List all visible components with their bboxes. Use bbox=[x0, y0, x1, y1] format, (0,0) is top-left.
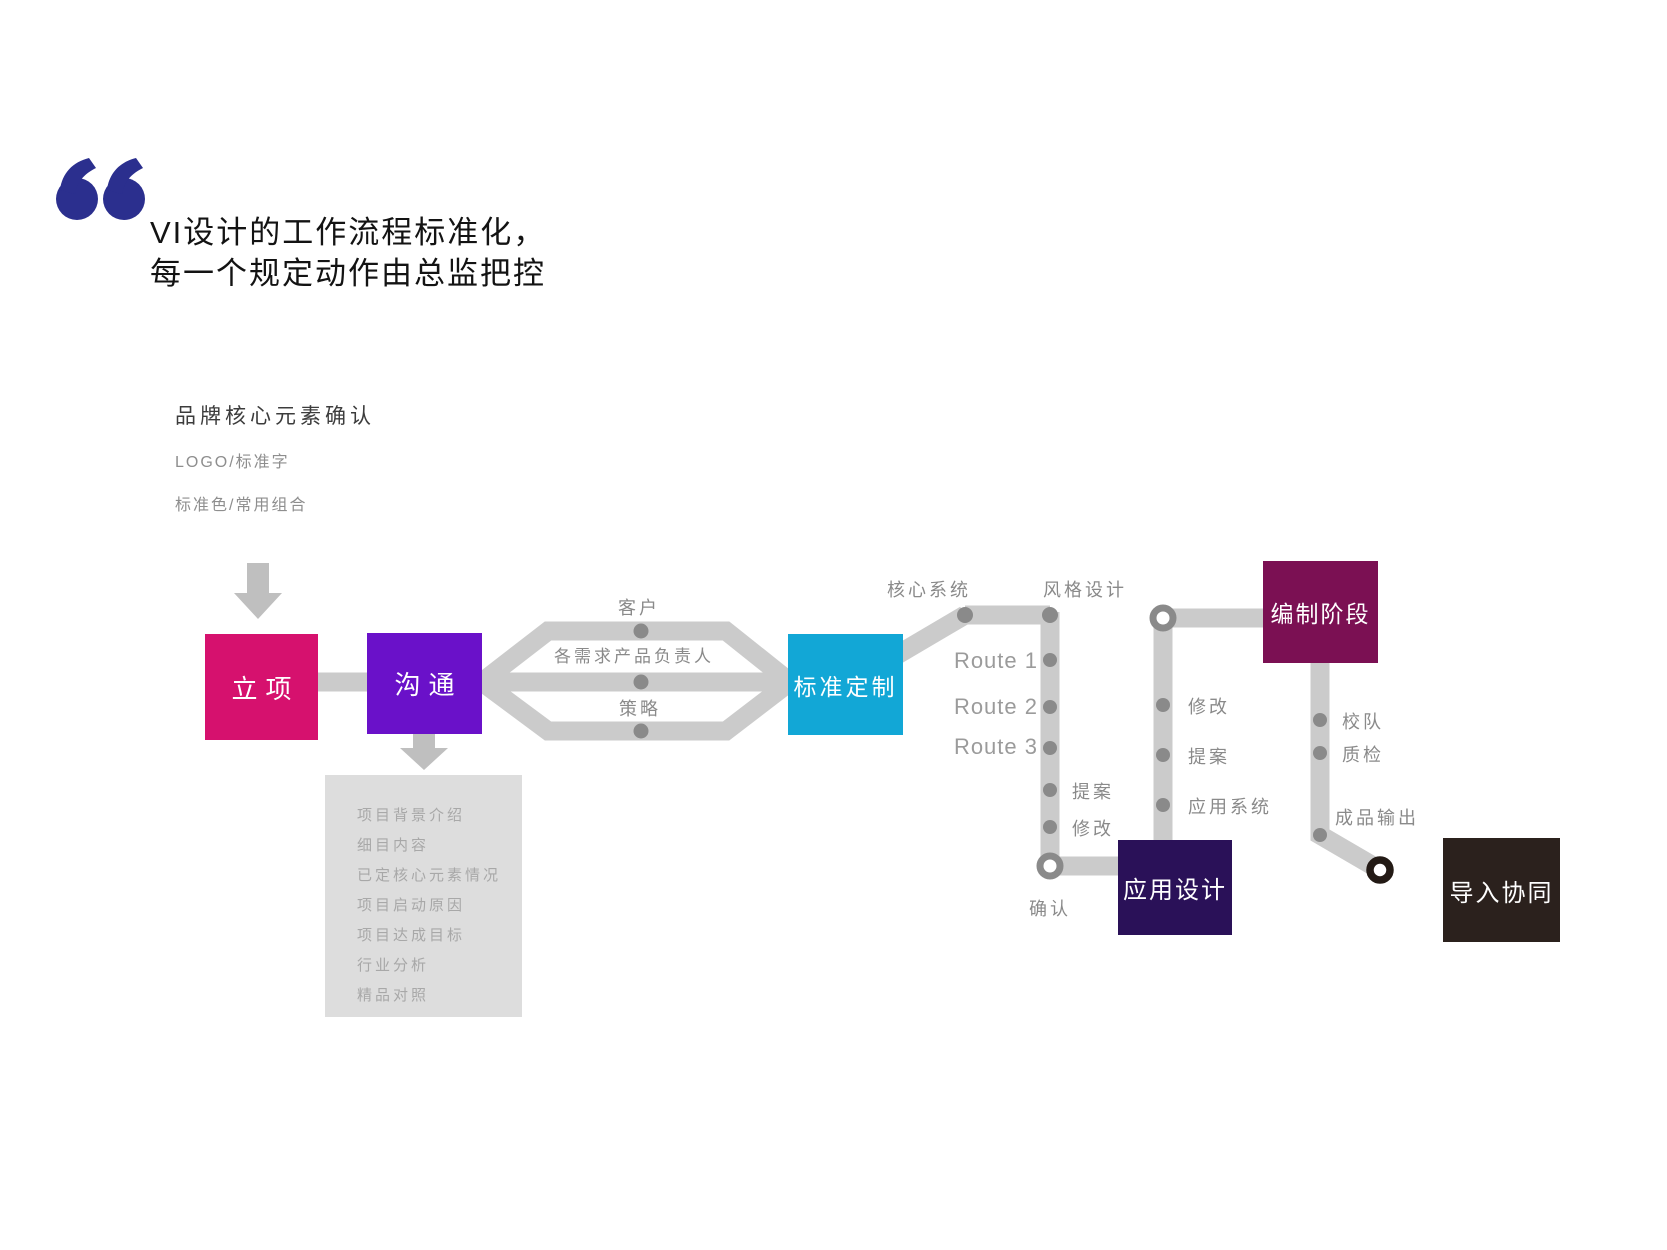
dot-core-system bbox=[957, 607, 973, 623]
final-ring-icon bbox=[1366, 856, 1394, 884]
label-route-3: Route 3 bbox=[953, 734, 1038, 759]
brand-item-color: 标准色/常用组合 bbox=[175, 497, 308, 514]
communication-detail-panel: 项目背景介绍 细目内容 已定核心元素情况 项目启动原因 项目达成目标 行业分析 … bbox=[325, 775, 522, 1017]
comm-list-item: 项目背景介绍 bbox=[357, 807, 466, 824]
comm-list-item: 项目达成目标 bbox=[357, 927, 466, 944]
dot-route2 bbox=[1043, 700, 1057, 714]
rail-diagonal-core bbox=[892, 606, 970, 664]
label-style-design: 风格设计 bbox=[1043, 580, 1127, 600]
dot-owner bbox=[633, 674, 649, 690]
node-application-design: 应用设计 bbox=[1118, 840, 1232, 935]
dot-route3 bbox=[1043, 741, 1057, 755]
down-arrow-icon-comm bbox=[400, 732, 448, 770]
quote-icon bbox=[56, 158, 145, 220]
handoff-ring-icon bbox=[1149, 604, 1177, 632]
branch-label-strategy: 策略 bbox=[619, 699, 661, 719]
comm-list-item: 项目启动原因 bbox=[357, 897, 466, 914]
dot-app-system bbox=[1156, 798, 1170, 812]
dot-final-output bbox=[1313, 828, 1327, 842]
dot-quality-check bbox=[1313, 746, 1327, 760]
label-revision-2: 修改 bbox=[1188, 697, 1230, 717]
branch-label-product-owners: 各需求产品负责人 bbox=[554, 647, 714, 666]
branch-label-client: 客户 bbox=[618, 598, 660, 618]
node-standard-custom: 标准定制 bbox=[788, 634, 903, 735]
dot-client bbox=[633, 623, 649, 639]
dot-proposal2 bbox=[1156, 748, 1170, 762]
comm-list-item: 行业分析 bbox=[357, 957, 430, 974]
comm-list-item: 细目内容 bbox=[357, 837, 430, 854]
node-communication: 沟通 bbox=[367, 633, 482, 734]
brand-section-heading: 品牌核心元素确认 bbox=[175, 405, 375, 428]
label-route-1: Route 1 bbox=[953, 648, 1038, 673]
label-revision-1: 修改 bbox=[1072, 819, 1114, 839]
dot-proofread bbox=[1313, 713, 1327, 727]
dot-revision2 bbox=[1156, 698, 1170, 712]
dot-proposal1 bbox=[1043, 783, 1057, 797]
label-quality-check: 质检 bbox=[1342, 745, 1384, 765]
label-confirm: 确认 bbox=[1029, 899, 1071, 919]
label-proposal-2: 提案 bbox=[1188, 747, 1230, 767]
page-title: VI设计的工作流程标准化， 每一个规定动作由总监把控 bbox=[150, 212, 546, 294]
comm-list-item: 已定核心元素情况 bbox=[357, 867, 502, 884]
dot-route1 bbox=[1043, 653, 1057, 667]
confirm-ring-icon bbox=[1036, 852, 1064, 880]
label-route-2: Route 2 bbox=[953, 694, 1038, 719]
page-title-line2: 每一个规定动作由总监把控 bbox=[150, 256, 546, 291]
comm-list-item: 精品对照 bbox=[357, 987, 430, 1004]
label-application-system: 应用系统 bbox=[1188, 797, 1272, 817]
down-arrow-icon-brand bbox=[234, 563, 282, 619]
node-project-start: 立项 bbox=[205, 634, 318, 740]
station-dots bbox=[633, 607, 1327, 842]
brand-item-logo: LOGO/标准字 bbox=[175, 454, 290, 471]
dot-strategy bbox=[633, 723, 649, 739]
label-core-system: 核心系统 bbox=[887, 580, 971, 600]
node-compilation-stage: 编制阶段 bbox=[1263, 561, 1378, 663]
label-proofread: 校队 bbox=[1342, 712, 1384, 732]
label-proposal-1: 提案 bbox=[1072, 782, 1114, 802]
dot-style-design bbox=[1042, 607, 1058, 623]
label-final-output: 成品输出 bbox=[1335, 808, 1419, 828]
page-title-line1: VI设计的工作流程标准化， bbox=[150, 215, 547, 250]
dot-revision1 bbox=[1043, 820, 1057, 834]
node-import-collaboration: 导入协同 bbox=[1443, 838, 1560, 942]
